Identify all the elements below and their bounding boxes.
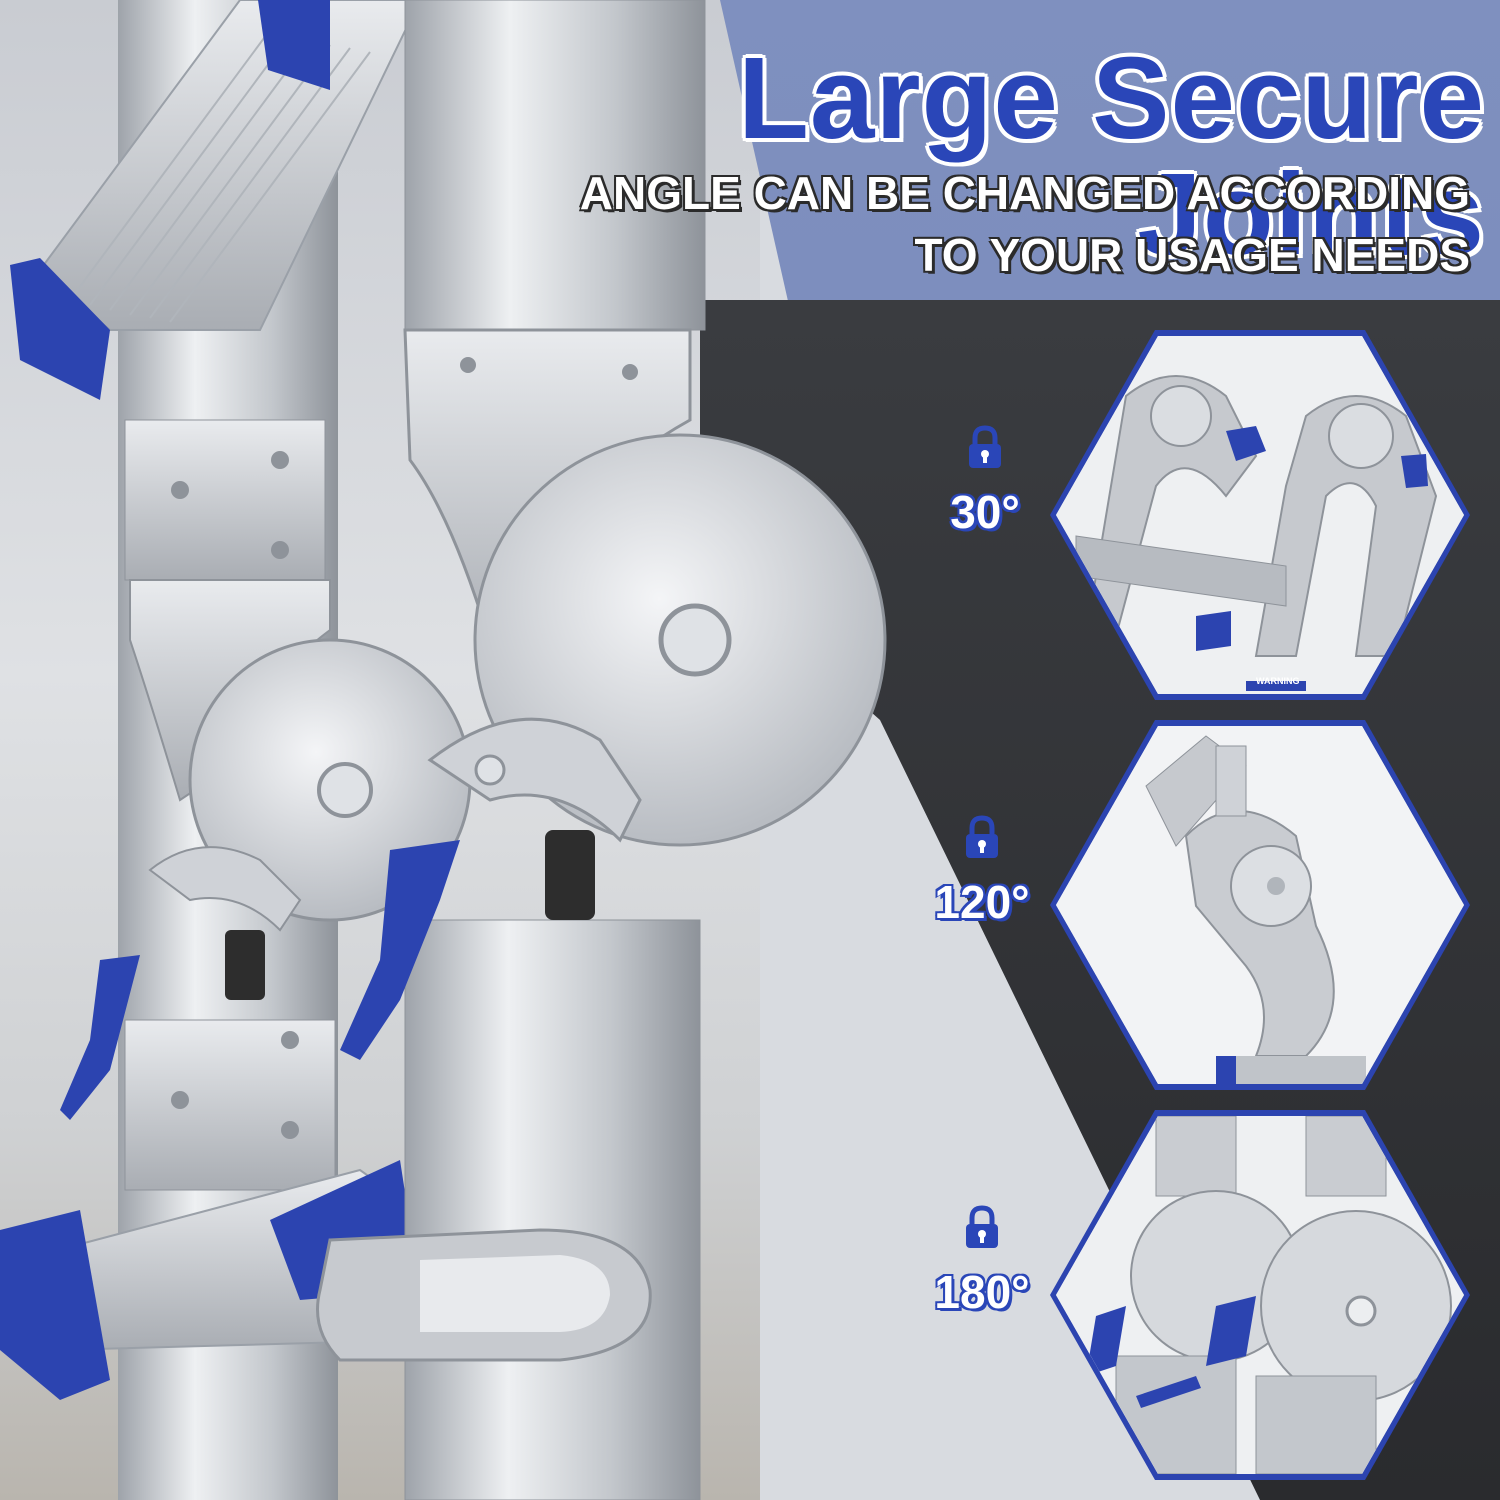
lock-icon xyxy=(966,1205,998,1248)
headline-subtitle-line2: TO YOUR USAGE NEEDS xyxy=(914,229,1470,281)
right-rail-top xyxy=(404,0,706,331)
lower-rung-cap xyxy=(0,1210,110,1400)
angle-label-120: 120° xyxy=(934,876,1030,928)
headline-title: Large Secure Joints xyxy=(737,33,1485,279)
left-lock-lever xyxy=(60,955,140,1120)
ladder-joint-illustration xyxy=(0,0,887,1500)
angle-label-30: 30° xyxy=(950,486,1020,538)
headline-subtitle-line1: ANGLE CAN BE CHANGED ACCORDING xyxy=(579,167,1470,219)
warning-label: WARNING xyxy=(1256,676,1300,686)
lock-icon xyxy=(969,425,1001,468)
right-rail-bottom xyxy=(404,919,701,1500)
lock-icon xyxy=(966,815,998,858)
rung-end-cap-top xyxy=(258,0,330,90)
rung-end-cap xyxy=(10,258,110,400)
upper-rung xyxy=(38,0,422,331)
right-lock-lever xyxy=(340,840,460,1060)
angle-label-180: 180° xyxy=(934,1266,1030,1318)
